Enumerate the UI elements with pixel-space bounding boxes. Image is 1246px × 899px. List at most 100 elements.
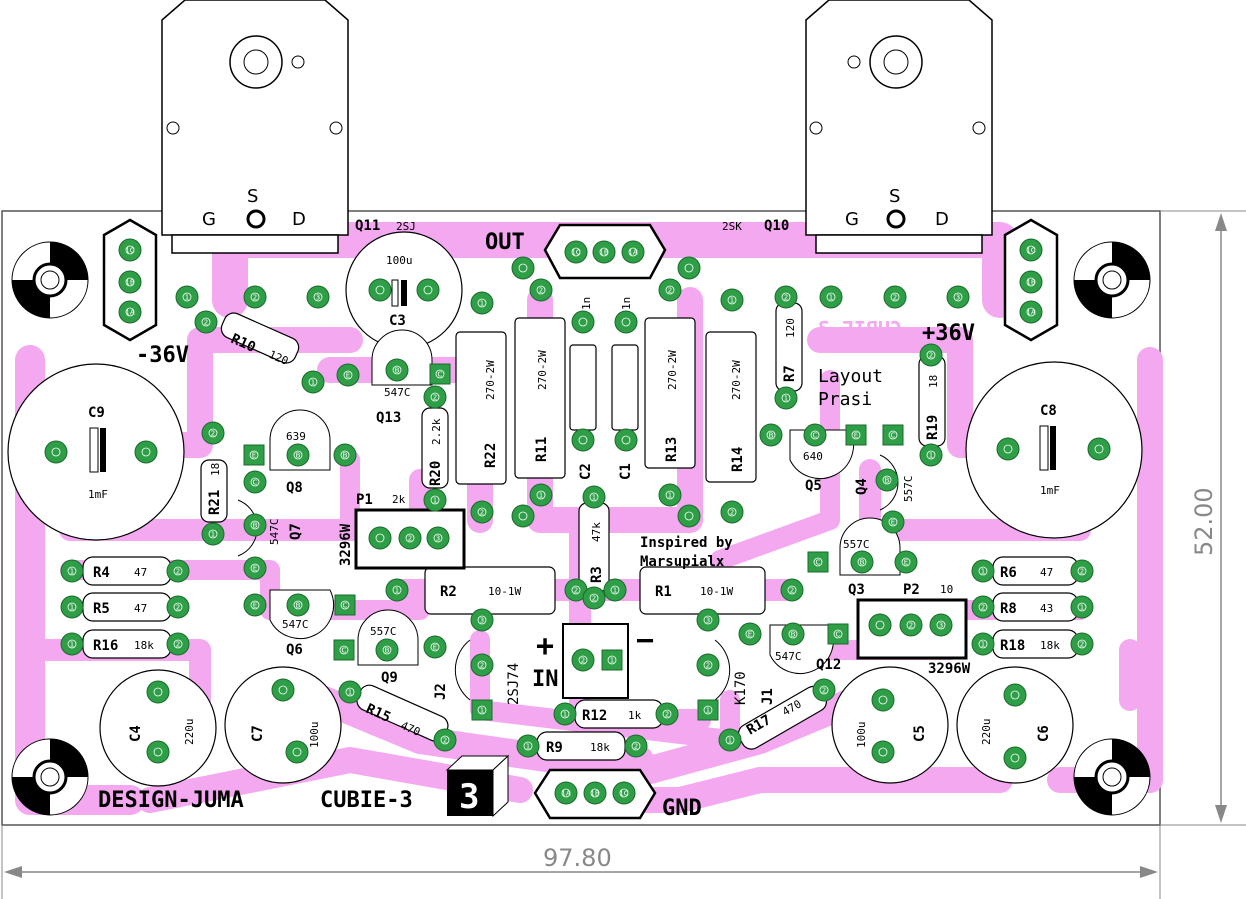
pad-label: 2 — [784, 294, 788, 302]
pad — [845, 424, 867, 446]
pad-label: 3 — [939, 622, 943, 630]
r18-value: 18k — [1040, 639, 1060, 652]
pad-label: 2 — [581, 657, 585, 665]
pad — [899, 613, 923, 637]
pad-hole — [589, 492, 599, 502]
pad-label: 1 — [563, 711, 567, 719]
pad — [1019, 300, 1043, 324]
pad — [774, 285, 798, 309]
pad — [812, 678, 836, 702]
r4-value: 47 — [134, 566, 147, 579]
pad-hole — [201, 317, 211, 327]
pad — [919, 343, 943, 367]
pad-label: 2 — [822, 687, 826, 695]
dimensions: 97.80 52.00 — [1, 210, 1246, 899]
pad — [582, 485, 606, 509]
pad-hole — [781, 393, 791, 403]
pad — [201, 421, 225, 445]
pad-label: 1 — [728, 737, 732, 745]
pad-hole — [292, 747, 302, 757]
pad — [243, 285, 267, 309]
pad — [738, 622, 762, 646]
pad-label: 2 — [253, 294, 257, 302]
r7-label: R7 — [782, 365, 798, 382]
pad — [624, 734, 648, 758]
pad — [971, 595, 995, 619]
pad-hole — [1003, 444, 1013, 454]
pad-label: 1C — [619, 790, 628, 798]
r14-label: R14 — [730, 447, 746, 472]
pad — [564, 240, 588, 264]
q11-name: Q11 — [355, 218, 380, 234]
c7-label: C7 — [250, 725, 266, 742]
pad-label: 2 — [211, 430, 215, 438]
pad — [375, 638, 399, 662]
pad — [243, 444, 265, 466]
j2-label: J2 — [433, 683, 449, 700]
pad — [603, 578, 627, 602]
pad — [571, 310, 595, 334]
pad-label: 2 — [668, 287, 672, 295]
r2-value: 10-1W — [488, 585, 521, 598]
pad-hole — [978, 566, 988, 576]
pad-hole — [766, 430, 776, 440]
pad-label: 1 — [706, 707, 710, 715]
pad — [146, 680, 170, 704]
pad-label: 1 — [311, 379, 315, 387]
c1-value: 1n — [620, 297, 633, 310]
pad-label: 1 — [539, 492, 543, 500]
pad — [194, 310, 218, 334]
pad-label: 1 — [70, 568, 74, 576]
pad-hole — [851, 430, 861, 440]
q4-type: 557C — [902, 476, 915, 503]
pad-label: 1 — [480, 707, 484, 715]
pad-label: E — [253, 565, 257, 573]
r13-label: R13 — [664, 437, 680, 462]
pad-label: 1 — [929, 452, 933, 460]
pad — [118, 270, 142, 294]
pad — [946, 285, 970, 309]
q5-type: 640 — [803, 450, 823, 463]
pad-hole — [430, 392, 440, 402]
pad — [1019, 270, 1043, 294]
pad — [720, 288, 744, 312]
pad-label: 3 — [436, 535, 440, 543]
r12-value: 1k — [628, 709, 642, 722]
q7-label: Q7 — [288, 523, 304, 540]
pad-label: 2 — [909, 622, 913, 630]
pad-label: 1 — [829, 294, 833, 302]
pad-hole — [250, 600, 260, 610]
pad-hole — [878, 747, 888, 757]
pad-hole — [430, 642, 440, 652]
pad — [696, 608, 720, 632]
pad — [881, 510, 905, 534]
pad-hole — [926, 450, 936, 460]
pad-hole — [953, 292, 963, 302]
pad — [875, 468, 899, 492]
pad-hole — [684, 263, 694, 273]
pad-label: 1 — [395, 587, 399, 595]
r11-value: 270-2W — [536, 350, 549, 390]
c4-value: 220u — [183, 719, 196, 746]
c8-label: C8 — [1040, 403, 1057, 419]
q6-label: Q6 — [286, 642, 303, 658]
pad-label: C — [891, 432, 896, 440]
pad — [919, 443, 943, 467]
pad-label: 1 — [784, 395, 788, 403]
pad-hole — [621, 317, 631, 327]
pad-hole — [727, 295, 737, 305]
pad-label: E — [253, 602, 257, 610]
pad-hole — [477, 660, 487, 670]
pad-hole — [340, 600, 350, 610]
c8-value: 1mF — [1040, 484, 1060, 497]
pad-label: 1 — [526, 743, 530, 751]
p2-type: 3296W — [928, 661, 971, 677]
pad-hole — [173, 566, 183, 576]
pad-hole — [578, 435, 588, 445]
pad-hole — [621, 435, 631, 445]
pad-hole — [67, 566, 77, 576]
pad — [470, 291, 494, 315]
pad-label: C — [816, 559, 821, 567]
pad-hole — [703, 705, 713, 715]
